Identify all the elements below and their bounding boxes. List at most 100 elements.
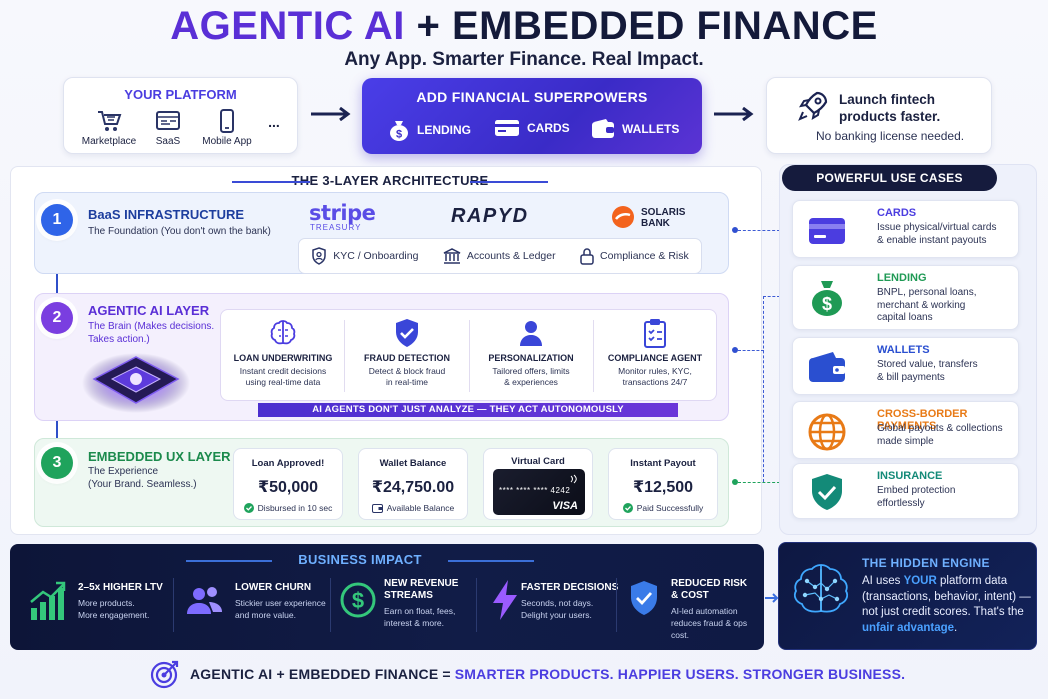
- neural-brain-icon: [793, 564, 849, 613]
- hidden-engine-title: THE HIDDEN ENGINE: [862, 556, 990, 570]
- bank-icon: [443, 248, 461, 264]
- hidden-engine-text: AI uses YOUR platform data (transactions…: [862, 575, 1031, 634]
- growth-chart-icon: [30, 581, 66, 620]
- connector-dot: [732, 479, 738, 485]
- ai-agents-banner: AI AGENTS DON'T JUST ANALYZE — THEY ACT …: [258, 403, 678, 417]
- layer3-subtitle: The Experience(Your Brand. Seamless.): [88, 466, 197, 490]
- svg-text:$: $: [396, 129, 402, 141]
- page-subtitle: Any App. Smarter Finance. Real Impact.: [344, 49, 704, 70]
- page-title: AGENTIC AI + EMBEDDED FINANCE: [0, 4, 1048, 49]
- ux-card-instant-payout: Instant Payout ₹12,500 Paid Successfully: [608, 448, 718, 520]
- platform-item-mobile-app: Mobile App: [197, 109, 257, 147]
- wallet-icon: [809, 352, 845, 382]
- svg-text:$: $: [352, 588, 364, 613]
- connector-line: [763, 296, 780, 297]
- use-case-cards: CARDS Issue physical/virtual cards& enab…: [792, 200, 1019, 258]
- platform-item-saas: SaaS: [148, 109, 188, 147]
- feature-kyc: KYC / Onboarding: [311, 247, 418, 265]
- layer-number-1: 1: [41, 204, 73, 236]
- shield-user-icon: [312, 247, 326, 265]
- globe-icon: [808, 413, 846, 451]
- lightning-icon: [493, 580, 517, 620]
- shield-check-icon: [396, 319, 418, 347]
- clipboard-check-icon: [644, 319, 666, 348]
- cart-icon: [98, 111, 122, 131]
- dollar-circle-icon: $: [340, 582, 376, 618]
- ux-card-loan-approved: Loan Approved! ₹50,000 Disbursed in 10 s…: [233, 448, 343, 520]
- ai-agents-box: LOAN UNDERWRITING Instant credit decisio…: [220, 309, 717, 401]
- business-impact-title: BUSINESS IMPACT: [180, 552, 540, 567]
- title-plus: +: [404, 4, 452, 48]
- visa-logo: VISA: [552, 500, 578, 512]
- title-embedded-finance: EMBEDDED FINANCE: [451, 4, 878, 48]
- layer3-title: EMBEDDED UX LAYER: [88, 449, 231, 464]
- rocket-icon: [798, 91, 828, 121]
- financial-superpowers-card: ADD FINANCIAL SUPERPOWERS $ LENDING CARD…: [362, 78, 702, 154]
- money-bag-icon: $: [390, 121, 408, 141]
- lock-icon: [580, 248, 594, 265]
- footer-tagline: AGENTIC AI + EMBEDDED FINANCE = SMARTER …: [150, 658, 905, 690]
- superpower-cards: CARDS: [494, 118, 570, 138]
- shield-check-icon: [631, 581, 657, 615]
- title-agentic-ai: AGENTIC AI: [170, 4, 405, 48]
- layer1-title: BaaS INFRASTRUCTURE: [88, 207, 245, 222]
- connector-line: [763, 296, 764, 482]
- stripe-logo: stripe: [309, 201, 376, 225]
- agent-compliance: COMPLIANCE AGENT Monitor rules, KYC,tran…: [593, 310, 717, 402]
- arrow-right-icon: [714, 107, 754, 121]
- virtual-card-visual: **** **** **** 4242 VISA: [493, 469, 585, 515]
- platform-title: YOUR PLATFORM: [124, 87, 237, 102]
- platform-more: ...: [268, 114, 280, 130]
- agent-loan-underwriting: LOAN UNDERWRITING Instant credit decisio…: [221, 310, 345, 402]
- footer-equals: =: [442, 666, 451, 682]
- use-case-wallets: WALLETS Stored value, transfers& bill pa…: [792, 337, 1019, 395]
- superpower-lending: $ LENDING: [388, 118, 471, 142]
- footer-left: AGENTIC AI + EMBEDDED FINANCE: [190, 666, 439, 682]
- use-cases-title: POWERFUL USE CASES: [782, 165, 997, 191]
- money-bag-icon: $: [812, 281, 842, 316]
- layer2-title: AGENTIC AI LAYER: [88, 303, 210, 318]
- solaris-logo-icon: [612, 206, 634, 228]
- feature-compliance-risk: Compliance & Risk: [580, 247, 689, 265]
- superpowers-title: ADD FINANCIAL SUPERPOWERS: [416, 89, 648, 105]
- target-icon: [150, 660, 179, 689]
- your-platform-card: YOUR PLATFORM Marketplace SaaS Mobile Ap…: [63, 77, 298, 154]
- wallet-icon: [592, 119, 614, 138]
- user-icon: [520, 321, 542, 346]
- brain-icon: [270, 320, 296, 345]
- platform-item-label: Mobile App: [202, 136, 252, 147]
- users-icon: [187, 587, 222, 614]
- check-circle-icon: [243, 503, 254, 513]
- platform-item-marketplace: Marketplace: [76, 109, 142, 147]
- ux-card-virtual-card: Virtual Card **** **** **** 4242 VISA: [483, 448, 593, 520]
- browser-icon: [156, 111, 180, 130]
- platform-item-label: SaaS: [155, 136, 181, 147]
- agent-personalization: PERSONALIZATION Tailored offers, limits&…: [469, 310, 593, 402]
- superpower-wallets: WALLETS: [591, 118, 679, 140]
- feature-accounts-ledger: Accounts & Ledger: [443, 247, 556, 265]
- footer-right: SMARTER PRODUCTS. HAPPIER USERS. STRONGE…: [454, 666, 906, 682]
- layer-number-3: 3: [41, 447, 73, 479]
- layer2-subtitle: The Brain (Makes decisions.Takes action.…: [88, 321, 215, 345]
- use-case-lending: $ LENDING BNPL, personal loans,merchant …: [792, 265, 1019, 330]
- layer1-subtitle: The Foundation (You don't own the bank): [88, 226, 271, 237]
- ux-card-wallet-balance: Wallet Balance ₹24,750.00 Available Bala…: [358, 448, 468, 520]
- impact-higher-ltv: 2–5x HIGHER LTV More products.More engag…: [28, 572, 168, 642]
- layer-number-2: 2: [41, 302, 73, 334]
- stripe-treasury-label: TREASURY: [310, 223, 362, 232]
- platform-item-label: Marketplace: [81, 136, 137, 147]
- phone-icon: [220, 109, 234, 133]
- impact-faster-decisions: FASTER DECISIONS Seconds, not days.Delig…: [485, 572, 620, 642]
- launch-note: No banking license needed.: [816, 129, 965, 143]
- wallet-icon: [371, 504, 383, 513]
- architecture-title: THE 3-LAYER ARCHITECTURE: [180, 173, 600, 188]
- baas-features-bar: KYC / Onboarding Accounts & Ledger Compl…: [298, 238, 702, 274]
